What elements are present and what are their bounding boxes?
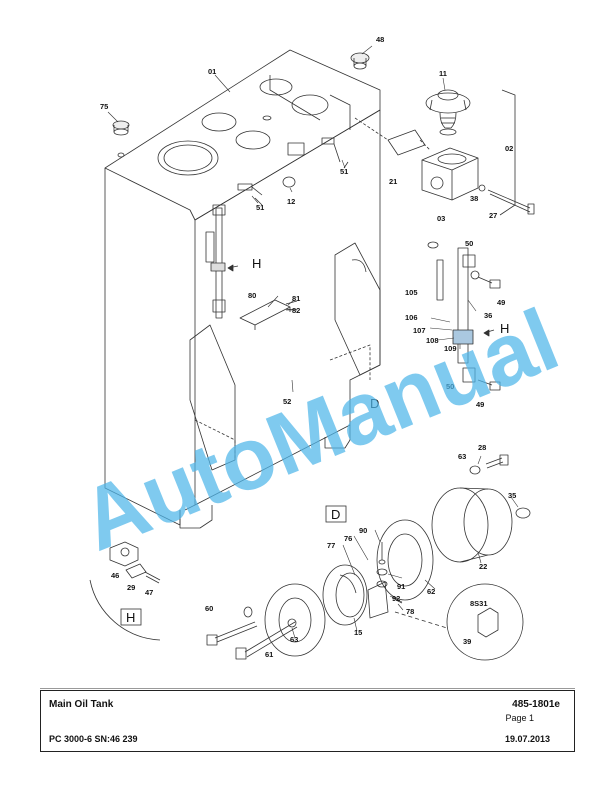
detail-h-label-tank: H [252,256,261,271]
callout-92: 92 [392,594,400,603]
nut-35 [515,507,531,519]
detail-h-label-box: H [126,610,135,625]
callout-39: 39 [463,637,471,646]
main-oil-tank-body [104,49,381,529]
drawing-title: Main Oil Tank [49,699,114,710]
callout-03: 03 [437,214,445,223]
callout-50-lower: 50 [446,382,454,391]
breather-48 [350,52,370,70]
plug-75 [112,120,130,158]
callout-22: 22 [479,562,487,571]
callout-107: 107 [413,326,426,335]
detail-d-label-box: D [331,507,340,522]
clamp-46 [109,541,139,567]
callout-21: 21 [389,177,397,186]
callout-60: 60 [205,604,213,613]
document-number: 485-1801e [512,699,560,710]
callout-90: 90 [359,526,367,535]
bolt-27 [487,189,535,215]
nut-lower [243,606,253,618]
flange-port [287,142,305,156]
callout-51-right: 51 [340,167,348,176]
callout-36: 36 [484,311,492,320]
flange-lower-left [264,583,326,657]
callout-28: 28 [478,443,486,452]
callout-46: 46 [111,571,119,580]
callout-63-lower: 63 [290,635,298,644]
bolt-60 [206,621,258,646]
detail-h-box [120,608,142,626]
nut-63-upper [469,465,481,475]
detail-d-label-tank: D [370,396,379,411]
hardware-76-92 [376,542,403,604]
callout-27: 27 [489,211,497,220]
detail-8s31-circle [446,583,524,661]
callout-82: 82 [292,306,300,315]
machine-model: PC 3000-6 SN:46 239 [49,734,138,744]
callout-77: 77 [327,541,335,550]
callout-49-lower: 49 [476,400,484,409]
callout-38: 38 [470,194,478,203]
callout-63-upper: 63 [458,452,466,461]
callout-62: 62 [427,587,435,596]
callout-02: 02 [505,144,513,153]
callout-12: 12 [287,197,295,206]
watermark: AutoManual [67,289,571,569]
callout-80: 80 [248,291,256,300]
leader-lines [107,45,519,639]
callout-48: 48 [376,35,384,44]
washer-38 [478,184,486,192]
valve-51-left [237,183,263,206]
callout-01: 01 [208,67,216,76]
callout-78: 78 [406,607,414,616]
gasket-21 [387,129,426,156]
callout-106: 106 [405,313,418,322]
filter-head-11 [425,89,471,136]
detail-h-circle [89,579,161,641]
sight-glass-on-tank [205,204,239,319]
detail-code-8s31: 8S31 [470,599,488,608]
bolt-28 [485,454,509,469]
detail-d-box [325,505,347,523]
sensor-39 [477,607,499,638]
callout-61: 61 [265,650,273,659]
housing-03 [421,147,479,201]
callout-52: 52 [283,397,291,406]
revision-date: 19.07.2013 [504,734,550,744]
callout-75: 75 [100,102,108,111]
callout-49-upper: 49 [497,298,505,307]
clamp-29 [125,563,147,579]
title-block: Main Oil Tank 485-1801e Page 1 PC 3000-6… [40,690,575,752]
callout-50-upper: 50 [465,239,473,248]
title-block-rule [40,688,575,689]
callout-105: 105 [405,288,418,297]
callout-109: 109 [444,344,457,353]
page-number: Page 1 [505,713,534,723]
callout-76: 76 [344,534,352,543]
callout-35: 35 [508,491,516,500]
bolt-61 [235,621,298,660]
bolt-47 [144,571,161,584]
callout-91: 91 [397,582,405,591]
detail-h-label-sight: H [500,321,509,336]
cap-12 [282,176,296,188]
callout-11: 11 [439,69,447,78]
callout-47: 47 [145,588,153,597]
callout-108: 108 [426,336,439,345]
callout-29: 29 [127,583,135,592]
valve-15 [322,564,389,626]
callout-15: 15 [354,628,362,637]
washer-63-lower [287,618,297,628]
bracket-80 [239,299,298,330]
callout-51-left: 51 [256,203,264,212]
flange-62 [376,519,434,601]
sight-glass-assembly [427,241,501,391]
hose-22 [431,487,513,563]
callout-81: 81 [292,294,300,303]
